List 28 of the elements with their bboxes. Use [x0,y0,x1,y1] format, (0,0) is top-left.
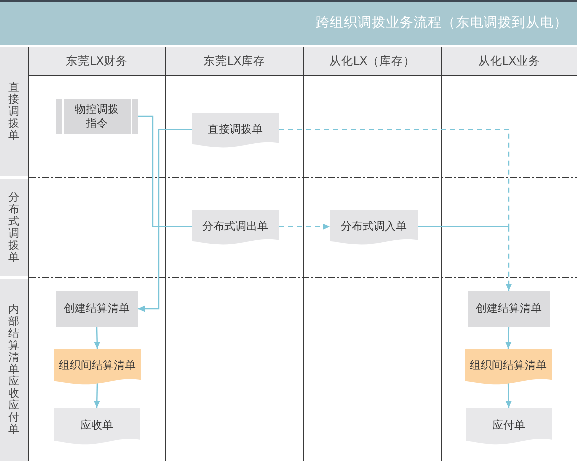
column-header: 东莞LX库存 [166,47,303,75]
column-header: 从化LX业务 [442,47,577,75]
document-shape: 分布式调入单 [330,210,418,246]
arrow [279,224,330,230]
row-header: 直接调拨单 [0,47,28,176]
connector-line [279,129,510,227]
column-header: 从化LX（库存） [304,47,441,75]
arrow [94,382,100,408]
arrow [506,226,512,291]
column-header: 东莞LX财务 [29,47,165,75]
arrow [94,326,100,350]
document-shape: 应付单 [466,408,552,446]
process-box: 创建结算清单 [468,291,550,327]
arrow [506,326,512,350]
row-header: 内部结算清单应收应付单 [0,279,28,461]
document-shape: 应收单 [54,408,140,446]
arrow [506,382,512,408]
row-header: 分布式调拨单 [0,179,28,276]
arrow [138,129,192,312]
document-shape: 组织间结算清单 [465,349,552,386]
document-shape: 分布式调出单 [192,210,279,246]
connector-line [418,226,509,228]
process-box: 创建结算清单 [56,291,138,327]
document-shape: 直接调拨单 [192,113,279,149]
predefined-process-box: 物控调拨指令 [56,99,138,134]
document-shape: 组织间结算清单 [54,349,141,386]
connector-line [138,116,192,228]
title: 跨组织调拨业务流程（东电调拨到从电） [316,14,568,32]
